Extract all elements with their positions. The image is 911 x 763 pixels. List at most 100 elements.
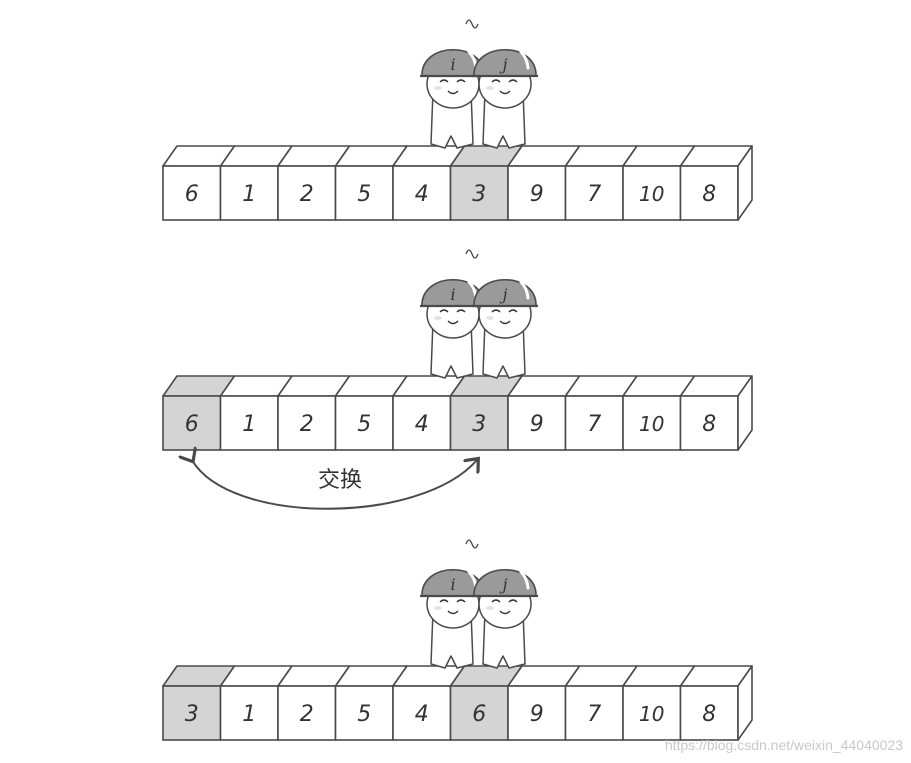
pointer-label-j: j — [500, 575, 508, 594]
swap-arrow-curve — [192, 460, 477, 510]
cell-value: 9 — [530, 182, 544, 207]
cell-value: 2 — [300, 182, 314, 207]
pointer-label-i: i — [450, 575, 455, 594]
cell-value: 10 — [639, 702, 664, 726]
cell-value: 7 — [587, 412, 601, 437]
array-side-face — [737, 665, 753, 741]
array-cell: 2 — [277, 375, 351, 451]
array-cell: 8 — [679, 665, 753, 741]
smile-icon — [447, 610, 459, 615]
eyes-icon — [439, 309, 466, 313]
cell-value: 10 — [639, 412, 664, 436]
pointer-label-i: i — [450, 55, 455, 74]
cell-value: 2 — [300, 412, 314, 437]
cell-value: 9 — [530, 412, 544, 437]
array-cell: 2 — [277, 145, 351, 221]
helmet-shine — [519, 570, 530, 590]
eyes-icon — [491, 309, 518, 313]
array-cell: 5 — [334, 145, 408, 221]
swap-arrow: 交换 — [192, 460, 477, 510]
array-cell: 9 — [507, 145, 581, 221]
blush-icon — [434, 606, 442, 610]
pointer-i-character: i — [420, 278, 486, 379]
cell-front-face — [162, 395, 222, 451]
array-cell: 9 — [507, 375, 581, 451]
pointer-j-character: j — [472, 278, 538, 379]
pointer-i-character: i — [420, 48, 486, 149]
cell-value: 6 — [185, 412, 199, 437]
helmet-shine — [519, 280, 530, 300]
cell-front-face — [277, 165, 337, 221]
array-cell: 6 — [162, 375, 236, 451]
cell-value: 8 — [702, 412, 716, 437]
pointer-label-j: j — [500, 285, 508, 304]
cell-value: 6 — [472, 702, 486, 727]
array-row-1: 6 1 2 5 4 3 9 7 10 8 — [162, 145, 753, 221]
cell-front-face — [564, 685, 624, 741]
array-cell: 3 — [449, 145, 523, 221]
cell-value: 4 — [415, 702, 429, 727]
cell-front-face — [622, 395, 682, 451]
cell-front-face — [507, 685, 567, 741]
array-cell: 1 — [219, 145, 293, 221]
watermark: https://blog.csdn.net/weixin_44040023 — [664, 737, 903, 753]
array-cell: 9 — [507, 665, 581, 741]
array-cell: 1 — [219, 665, 293, 741]
cell-front-face — [219, 685, 279, 741]
cell-value: 4 — [415, 412, 429, 437]
cell-front-face — [449, 685, 509, 741]
cell-value: 6 — [185, 182, 199, 207]
array-cell: 1 — [219, 375, 293, 451]
cell-value: 2 — [300, 702, 314, 727]
cell-front-face — [277, 395, 337, 451]
array-side-face — [737, 145, 753, 221]
array-cell: 7 — [564, 665, 638, 741]
cell-front-face — [219, 395, 279, 451]
squiggle-icon — [465, 539, 479, 549]
pointer-j-character: j — [472, 568, 538, 669]
array-cell: 10 — [622, 375, 696, 451]
cell-value: 5 — [357, 182, 371, 207]
pointer-label-j: j — [500, 55, 508, 74]
swap-label: 交换 — [318, 468, 362, 493]
cell-value: 3 — [472, 412, 486, 437]
cell-value: 10 — [639, 182, 664, 206]
blush-icon — [434, 316, 442, 320]
blush-icon — [486, 86, 494, 90]
cell-value: 4 — [415, 182, 429, 207]
cell-front-face — [564, 165, 624, 221]
cell-front-face — [622, 165, 682, 221]
smile-icon — [499, 90, 511, 95]
smile-icon — [447, 90, 459, 95]
helmet-shine — [519, 50, 530, 70]
squiggle-icon — [465, 249, 479, 259]
pointer-j-character: j — [472, 48, 538, 149]
blush-icon — [434, 86, 442, 90]
cell-value: 1 — [242, 412, 256, 437]
array-cell: 8 — [679, 375, 753, 451]
smile-icon — [499, 320, 511, 325]
cell-value: 8 — [702, 182, 716, 207]
cell-value: 1 — [242, 182, 256, 207]
cell-front-face — [679, 395, 739, 451]
cell-front-face — [679, 685, 739, 741]
cell-value: 7 — [587, 182, 601, 207]
pointer-label-i: i — [450, 285, 455, 304]
cell-value: 9 — [530, 702, 544, 727]
cell-value: 3 — [472, 182, 486, 207]
cell-value: 8 — [702, 702, 716, 727]
helmet-icon — [473, 278, 537, 307]
array-cell: 7 — [564, 375, 638, 451]
cell-front-face — [507, 395, 567, 451]
blush-icon — [486, 606, 494, 610]
eyes-icon — [439, 599, 466, 603]
eyes-icon — [491, 79, 518, 83]
eyes-icon — [491, 599, 518, 603]
smile-icon — [447, 320, 459, 325]
array-cell: 8 — [679, 145, 753, 221]
smile-icon — [499, 610, 511, 615]
